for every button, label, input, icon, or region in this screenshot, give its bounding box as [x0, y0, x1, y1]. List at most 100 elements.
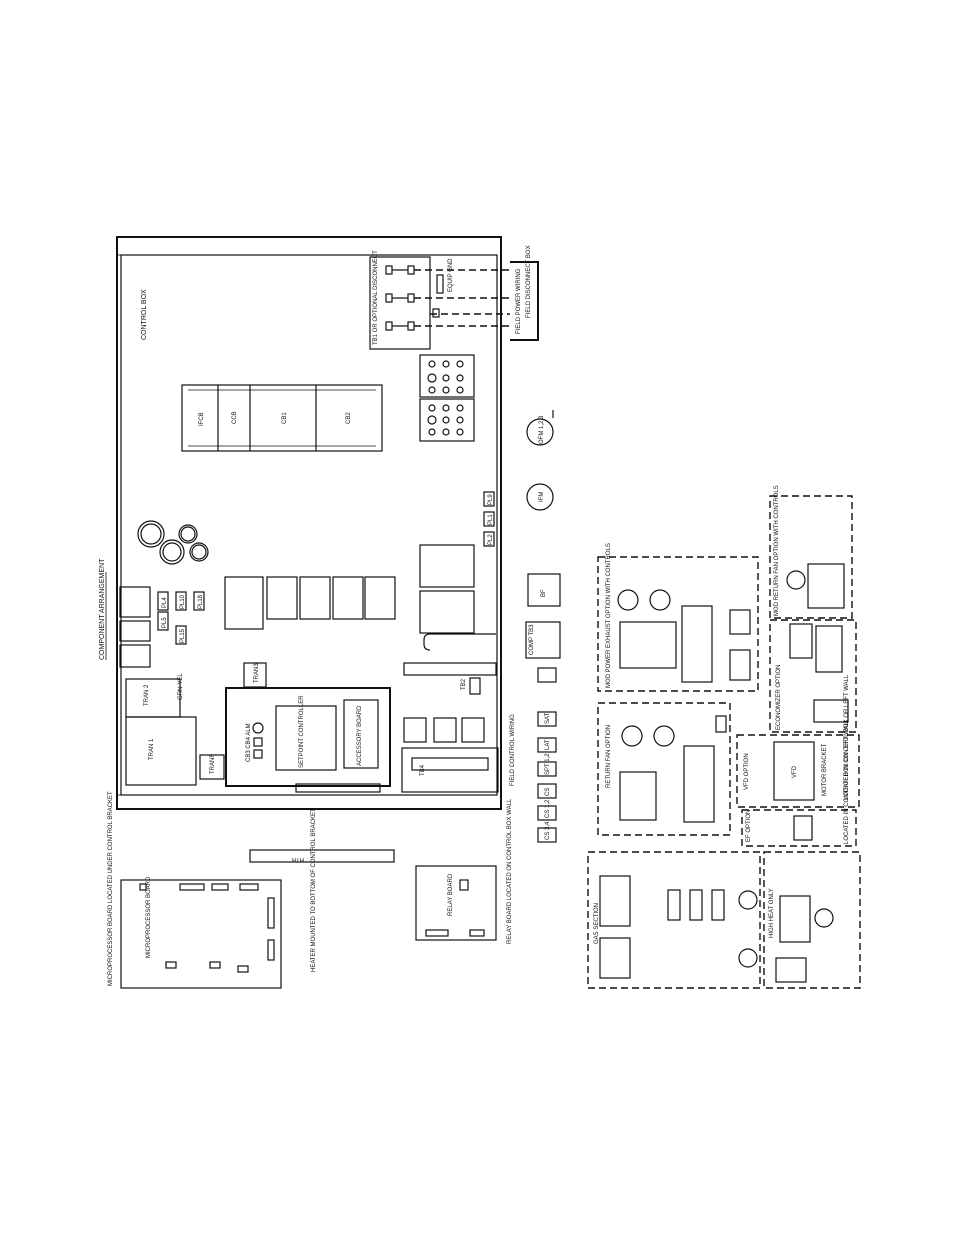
tb1-block [369, 256, 431, 350]
circuit-breaker-bank: IFCB CCB CB1 CB2 [181, 384, 383, 452]
economizer-label: ECONOMIZER OPTION [776, 665, 782, 730]
grn-yel-label: GRN-YEL [178, 673, 184, 700]
cb-alarm-label: CB3 CB4 ALM [246, 723, 252, 762]
contactor-c1 [419, 354, 475, 398]
svg-text:PL9: PL9 [488, 494, 494, 505]
mod-return-fan-label: MOD RETURN FAN OPTION WITH CONTROLS [774, 485, 780, 616]
svg-text:CS: CS [545, 788, 551, 796]
breaker-cb2: CB2 [346, 412, 352, 424]
return-fan-label: RETURN FAN OPTION [606, 725, 612, 788]
svg-text:TRAN3: TRAN3 [254, 663, 260, 683]
svg-text:PL2: PL2 [488, 534, 494, 545]
relay-board-caption: RELAY BOARD LOCATED ON CONTROL BOX WALL [507, 798, 513, 944]
equip-gnd-label: EQUIP GND [448, 258, 454, 292]
svg-text:CS 1,2: CS 1,2 [545, 799, 551, 818]
pl-plugs: PL4 PL5 PL10 PL15 PL18 PL9 PL1 PL2 [157, 491, 495, 645]
disconnect-dashes [414, 269, 510, 327]
microprocessor-caption: MICROPROCESSOR BOARD LOCATED UNDER CONTR… [108, 791, 114, 986]
svg-text:PL15: PL15 [180, 628, 186, 643]
relay-board: RELAY BOARD RELAY BOARD LOCATED ON CONTR… [415, 798, 513, 944]
svg-text:CS 3,4: CS 3,4 [545, 821, 551, 840]
setpoint-controller-label: SETPOINT CONTROLLER [299, 695, 305, 768]
contactor-row [224, 576, 396, 630]
heater-label: HTR [291, 856, 304, 862]
accessory-board-label: ACCESSORY BOARD [357, 705, 363, 766]
mod-return-fan-option [769, 495, 853, 619]
ef-label: EF OPTION [746, 810, 752, 842]
vfd-label: VFD OPTION [744, 753, 750, 790]
tb1-label: TB1 OR OPTIONAL DISCONNECT [373, 250, 379, 345]
sensor-stack: SAT LAT SPT 1,2 CS CS 1,2 CS 3,4 [537, 667, 557, 843]
tb2-strip: TB2 [403, 662, 497, 695]
tran2 [125, 678, 181, 718]
svg-text:VFD: VFD [792, 765, 798, 778]
compressor-contactors [419, 544, 475, 634]
svg-text:PL4: PL4 [162, 597, 168, 608]
bf-motor [527, 573, 561, 607]
tranf [199, 754, 225, 780]
tran1-label: TRAN 1 [149, 738, 155, 760]
svg-text:SPT 1,2: SPT 1,2 [545, 753, 551, 775]
ifm-motor [526, 483, 554, 511]
svg-text:TB4: TB4 [420, 764, 426, 776]
vfd-note: LOCATED IN CONTROL BOX OR LEFT WALL [844, 674, 850, 800]
high-heat-option [763, 851, 861, 989]
option-panels: MOD POWER EXHAUST OPTION WITH CONTROLS R… [587, 485, 861, 989]
heater [249, 849, 395, 863]
field-control-wiring-label: FIELD CONTROL WIRING [510, 714, 516, 786]
relay-block-1 [119, 586, 151, 618]
field-power-label: FIELD POWER WIRING [516, 268, 522, 334]
return-fan-option [597, 702, 731, 836]
svg-text:TRANF: TRANF [210, 754, 216, 774]
relays-bottom [403, 717, 485, 743]
svg-text:TB2: TB2 [461, 678, 467, 690]
heater-caption: HEATER MOUNTED TO BOTTOM OF CONTROL BRAC… [311, 808, 317, 972]
equip-gnd [436, 274, 444, 294]
microprocessor-board: MICROPROCESSOR BOARD LOCATED UNDER CONTR… [108, 791, 282, 989]
tran1 [125, 716, 197, 786]
power-exhaust-label: MOD POWER EXHAUST OPTION WITH CONTROLS [606, 543, 612, 688]
svg-text:OFM 1,2,3: OFM 1,2,3 [539, 415, 545, 444]
contactor-c2 [419, 398, 475, 442]
tb4-strip: TB4 [401, 747, 499, 793]
breaker-cb1: CB1 [282, 412, 288, 424]
field-disconnect-bracket [510, 261, 539, 341]
svg-text:SAT: SAT [545, 712, 551, 724]
control-box-inner [120, 254, 498, 796]
control-box-label: CONTROL BOX [141, 289, 148, 340]
svg-text:PL5: PL5 [162, 617, 168, 628]
tran2-label: TRAN 2 [144, 684, 150, 706]
svg-text:IFM: IFM [539, 492, 545, 502]
svg-text:MOTOR BRACKET: MOTOR BRACKET [822, 743, 828, 796]
relay-board-label: RELAY BOARD [448, 873, 454, 916]
gas-section-label: GAS SECTION [594, 903, 600, 944]
ef-note: LOCATED IN CONTROL BOX ON LEFT WALL [844, 718, 850, 844]
svg-text:BF: BF [541, 589, 547, 597]
svg-text:PL10: PL10 [180, 594, 186, 609]
knockouts [137, 520, 209, 565]
ef-option [741, 809, 857, 847]
diagram-title: COMPONENT ARRANGEMENT [99, 558, 106, 660]
high-heat-label: HIGH HEAT ONLY [769, 888, 775, 938]
comp-tb3 [525, 621, 561, 659]
field-disconnect-label: FIELD DISCONNECT BOX [526, 245, 532, 318]
right-column-components: OFM 1,2,3 IFM BF COMP TB3 FIELD CONTROL … [510, 410, 561, 843]
control-box: CONTROL BOX TB1 OR OPTIONAL DISCONNECT E… [116, 236, 539, 810]
microprocessor-board-label: MICROPROCESSOR BOARD [146, 876, 152, 958]
svg-text:PL1: PL1 [488, 514, 494, 525]
svg-text:COMP TB3: COMP TB3 [529, 624, 535, 655]
control-box-outer [116, 236, 502, 810]
power-exhaust-option [597, 556, 759, 692]
breaker-ifcb: IFCB [199, 412, 205, 426]
tb1-terminals [385, 265, 415, 331]
relay-block-3 [119, 644, 151, 668]
svg-text:PL18: PL18 [198, 594, 204, 609]
relay-block-2 [119, 620, 151, 642]
svg-text:LAT: LAT [545, 739, 551, 750]
ofm-motor [526, 418, 554, 446]
vfd-option [736, 734, 860, 808]
controller-assembly: SETPOINT CONTROLLER ACCESSORY BOARD CB3 … [225, 687, 391, 793]
breaker-ccb: CCB [232, 411, 238, 424]
wire-harness [423, 633, 496, 651]
